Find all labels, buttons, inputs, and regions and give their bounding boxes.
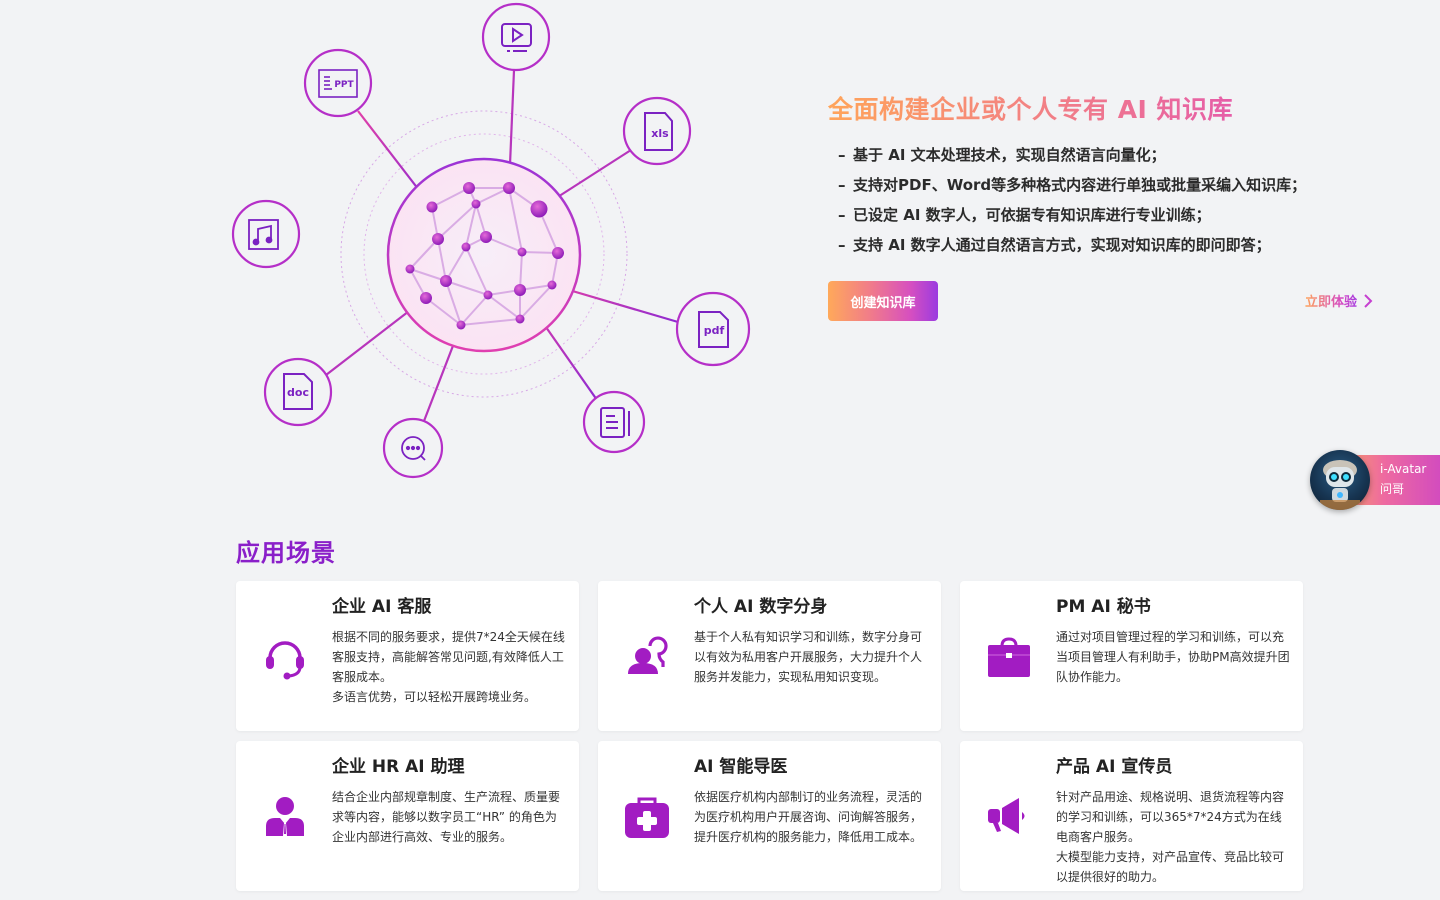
document-list-icon <box>600 407 630 438</box>
scenario-card-pm-secretary[interactable]: PM AI 秘书 通过对项目管理过程的学习和训练，可以充当项目管理人有利助手，协… <box>960 581 1303 731</box>
feature-item: –支持 AI 数字人通过自然语言方式，实现对知识库的即问即答； <box>828 230 1388 260</box>
bullet-dash: – <box>838 206 846 224</box>
card-title: 企业 AI 客服 <box>332 597 432 617</box>
knowledge-network-graphic: PPT xls pdf doc <box>228 0 758 485</box>
bullet-dash: – <box>838 236 846 254</box>
feature-item: –支持对PDF、Word等多种格式内容进行单独或批量采编入知识库； <box>828 170 1388 200</box>
bullet-dash: – <box>838 146 846 164</box>
svg-text:doc: doc <box>287 386 309 399</box>
robot-avatar <box>1310 450 1370 510</box>
avatar-subtitle: 问哥 <box>1380 482 1405 496</box>
music-icon <box>248 219 279 250</box>
scenario-card-hr-assistant[interactable]: 企业 HR AI 助理 结合企业内部规章制度、生产流程、质量要求等内容，能够以数… <box>236 741 579 891</box>
card-title: AI 智能导医 <box>694 757 788 777</box>
svg-text:PPT: PPT <box>334 80 354 90</box>
create-knowledge-base-button[interactable]: 创建知识库 <box>828 281 938 321</box>
ppt-file-icon: PPT <box>318 69 358 98</box>
megaphone-icon <box>988 798 1025 834</box>
card-title: PM AI 秘书 <box>1056 597 1151 617</box>
xls-file-icon: xls <box>644 112 673 151</box>
card-description: 依据医疗机构内部制订的业务流程，灵活的为医疗机构用户开展咨询、问询解答服务，提升… <box>694 790 923 844</box>
persona-icon <box>628 636 668 674</box>
chat-search-icon <box>401 436 426 461</box>
scenarios-title: 应用场景 <box>236 539 336 567</box>
medical-kit-icon <box>625 797 669 838</box>
card-description: 通过对项目管理过程的学习和训练，可以充当项目管理人有利助手，协助PM高效提升团队… <box>1056 630 1290 684</box>
cta-row: 创建知识库 立即体验 <box>828 281 1373 321</box>
card-title: 个人 AI 数字分身 <box>694 597 828 617</box>
scenario-card-medical-guide[interactable]: AI 智能导医 依据医疗机构内部制订的业务流程，灵活的为医疗机构用户开展咨询、问… <box>598 741 941 891</box>
bullet-dash: – <box>838 176 846 194</box>
chevron-right-icon <box>1364 293 1373 308</box>
feature-item: –基于 AI 文本处理技术，实现自然语言向量化； <box>828 140 1388 170</box>
scenario-card-product-promoter[interactable]: 产品 AI 宣传员 针对产品用途、规格说明、退货流程等内容的学习和训练，可以36… <box>960 741 1303 891</box>
scenario-cards: 企业 AI 客服 根据不同的服务要求，提供7*24全天候在线客服支持，高能解答常… <box>236 581 1304 891</box>
card-description: 基于个人私有知识学习和训练，数字分身可以有效为私用客户开展服务，大力提升个人服务… <box>694 630 923 684</box>
try-now-label: 立即体验 <box>1305 291 1357 310</box>
hero-title: 全面构建企业或个人专有 AI 知识库 <box>828 92 1388 128</box>
card-title: 产品 AI 宣传员 <box>1056 757 1173 777</box>
employee-icon <box>266 797 304 836</box>
scenario-card-customer-service[interactable]: 企业 AI 客服 根据不同的服务要求，提供7*24全天候在线客服支持，高能解答常… <box>236 581 579 731</box>
avatar-name: i-Avatar <box>1380 462 1427 476</box>
svg-text:xls: xls <box>651 127 669 140</box>
doc-file-icon: doc <box>283 373 313 410</box>
hero-section: 全面构建企业或个人专有 AI 知识库 –基于 AI 文本处理技术，实现自然语言向… <box>828 92 1388 260</box>
card-title: 企业 HR AI 助理 <box>332 757 465 777</box>
svg-text:pdf: pdf <box>704 324 725 337</box>
avatar-text: i-Avatar 问哥 <box>1380 459 1426 499</box>
headset-icon <box>266 641 304 680</box>
try-now-link[interactable]: 立即体验 <box>1305 291 1373 310</box>
pdf-file-icon: pdf <box>698 311 729 348</box>
i-avatar-widget[interactable]: i-Avatar 问哥 <box>1310 450 1440 510</box>
card-description: 针对产品用途、规格说明、退货流程等内容的学习和训练，可以365*7*24方式为在… <box>1056 790 1285 884</box>
feature-item: –已设定 AI 数字人，可依据专有知识库进行专业训练； <box>828 200 1388 230</box>
video-icon <box>501 23 532 52</box>
briefcase-icon <box>988 637 1030 677</box>
card-description: 根据不同的服务要求，提供7*24全天候在线客服支持，高能解答常见问题,有效降低人… <box>332 630 565 704</box>
feature-list: –基于 AI 文本处理技术，实现自然语言向量化； –支持对PDF、Word等多种… <box>828 140 1388 260</box>
robot-icon <box>1320 460 1360 510</box>
scenario-card-digital-twin[interactable]: 个人 AI 数字分身 基于个人私有知识学习和训练，数字分身可以有效为私用客户开展… <box>598 581 941 731</box>
card-description: 结合企业内部规章制度、生产流程、质量要求等内容，能够以数字员工“HR” 的角色为… <box>332 790 561 844</box>
